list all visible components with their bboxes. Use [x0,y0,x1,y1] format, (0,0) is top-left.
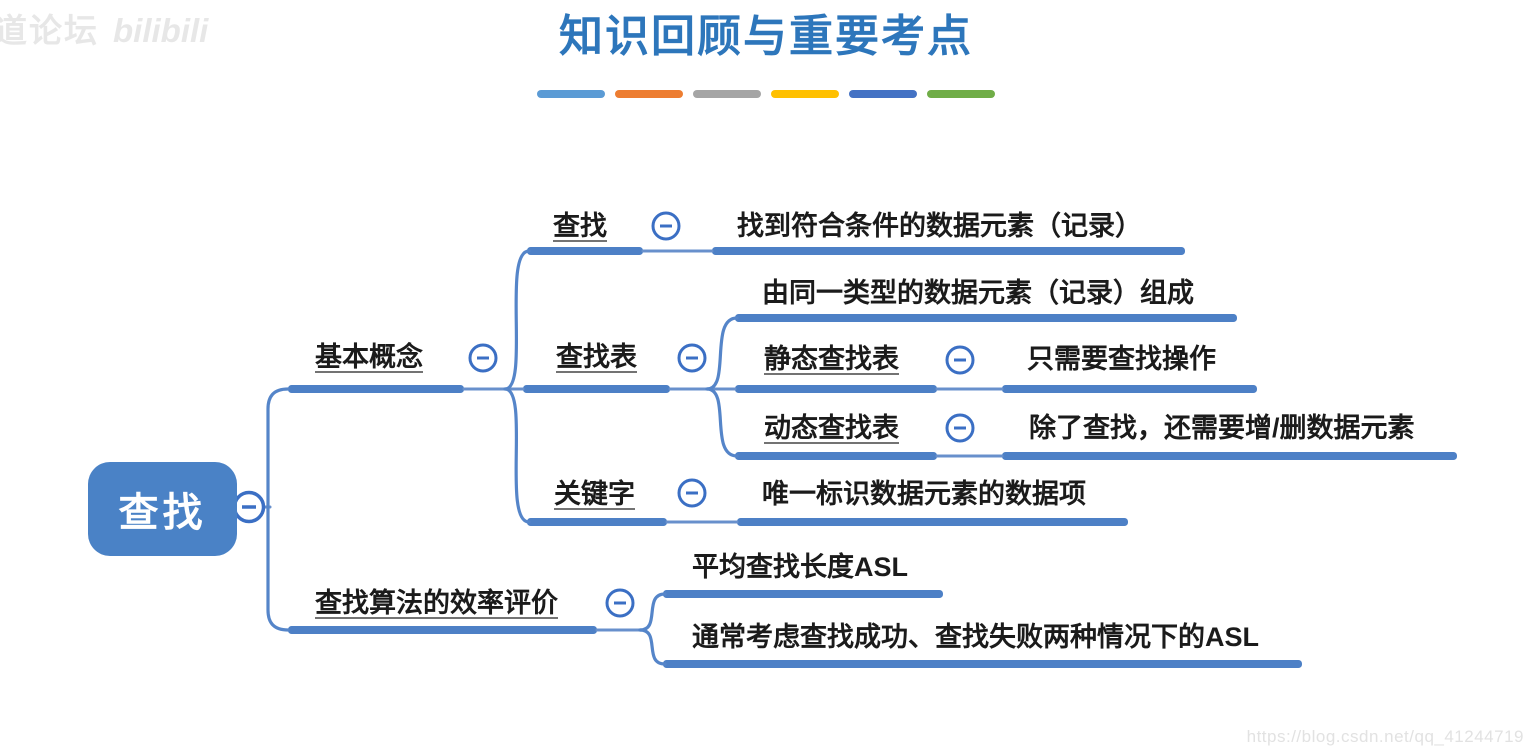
node-only-search-ops[interactable]: 只需要查找操作 [1027,344,1216,374]
collapse-icon[interactable] [677,343,707,373]
branch-bar [735,385,937,393]
root-node-chazhao[interactable]: 查找 [88,462,237,556]
node-search[interactable]: 查找 [553,211,607,241]
node-search-table[interactable]: 查找表 [556,342,637,372]
collapse-icon[interactable] [945,413,975,443]
watermark-top-left: 道论坛 bilibili [0,4,208,52]
branch-bar [663,590,943,598]
header: 知识回顾与重要考点 [0,12,1532,98]
connector-curve [705,387,739,458]
divider-stripe [537,90,605,98]
branch-bar [527,247,643,255]
divider-stripe [693,90,761,98]
branch-bar [288,385,464,393]
branch-bar [737,518,1128,526]
divider-stripe [771,90,839,98]
node-static-search-table[interactable]: 静态查找表 [764,344,899,374]
node-keyword[interactable]: 关键字 [554,479,635,509]
collapse-icon[interactable] [605,588,635,618]
connector-curve [638,628,667,666]
node-average-search-length[interactable]: 平均查找长度ASL [692,552,908,582]
connector-curve [503,249,531,391]
branch-bar [735,314,1237,322]
branch-bar [523,385,670,393]
branch-bar [288,626,597,634]
node-same-type-elements[interactable]: 由同一类型的数据元素（记录）组成 [762,278,1194,308]
node-asl-success-failure[interactable]: 通常考虑查找成功、查找失败两种情况下的ASL [692,622,1259,652]
collapse-icon[interactable] [945,345,975,375]
collapse-icon[interactable] [651,211,681,241]
node-add-delete-elements[interactable]: 除了查找，还需要增/删数据元素 [1029,413,1415,443]
watermark-site-text: 道论坛 [0,12,99,49]
collapse-icon[interactable] [677,478,707,508]
branch-bar [663,660,1302,668]
collapse-icon[interactable] [232,490,266,524]
branch-bar [527,518,667,526]
divider-stripe [927,90,995,98]
node-basic-concepts[interactable]: 基本概念 [315,342,423,372]
connector-curve [705,316,739,391]
branch-bar [1002,452,1457,460]
node-efficiency-evaluation[interactable]: 查找算法的效率评价 [315,588,558,618]
divider-stripe [849,90,917,98]
branch-bar [712,247,1185,255]
node-search-definition[interactable]: 找到符合条件的数据元素（记录） [737,211,1142,241]
root-node-label: 查找 [118,491,207,535]
node-dynamic-search-table[interactable]: 动态查找表 [764,413,899,443]
branch-bar [1002,385,1257,393]
bilibili-logo: bilibili [113,12,209,49]
page-title: 知识回顾与重要考点 [559,12,973,61]
title-divider-stripes [0,90,1532,98]
branch-bar [735,452,937,460]
connector-curve [638,592,667,632]
divider-stripe [615,90,683,98]
collapse-icon[interactable] [468,343,498,373]
connector-curve [503,387,531,524]
node-unique-identifier[interactable]: 唯一标识数据元素的数据项 [762,479,1086,509]
watermark-url: https://blog.csdn.net/qq_41244719 [1246,727,1524,746]
connector-bracket-root [266,387,290,632]
